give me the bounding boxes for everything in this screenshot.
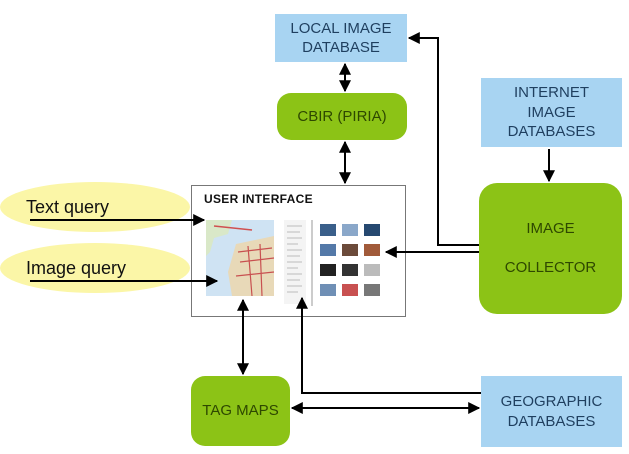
internet-image-databases-box: INTERNET IMAGE DATABASES xyxy=(481,78,622,147)
text-query-ellipse: Text query xyxy=(0,182,190,232)
image-collector-label: IMAGE COLLECTOR xyxy=(504,220,597,277)
tag-maps-box: TAG MAPS xyxy=(191,376,290,446)
arrow-geodb-ui xyxy=(296,296,481,394)
local-image-database-label: LOCAL IMAGE DATABASE xyxy=(290,19,392,57)
image-query-ellipse: Image query xyxy=(0,243,190,293)
geographic-databases-box: GEOGRAPHIC DATABASES xyxy=(481,376,622,447)
cbir-box: CBIR (PIRIA) xyxy=(277,93,407,140)
image-collector-box: IMAGE COLLECTOR xyxy=(479,183,622,314)
text-query-label: Text query xyxy=(26,196,110,217)
image-query-label: Image query xyxy=(26,257,127,278)
user-interface-title: USER INTERFACE xyxy=(204,192,313,206)
user-interface-box: USER INTERFACE xyxy=(191,185,406,317)
arrow-collector-localdb xyxy=(407,32,479,246)
local-image-database-box: LOCAL IMAGE DATABASE xyxy=(275,14,407,62)
geographic-databases-label: GEOGRAPHIC DATABASES xyxy=(500,393,603,430)
cbir-label: CBIR (PIRIA) xyxy=(297,107,387,125)
internet-image-databases-label: INTERNET IMAGE DATABASES xyxy=(507,84,596,141)
tag-maps-label: TAG MAPS xyxy=(202,402,279,420)
